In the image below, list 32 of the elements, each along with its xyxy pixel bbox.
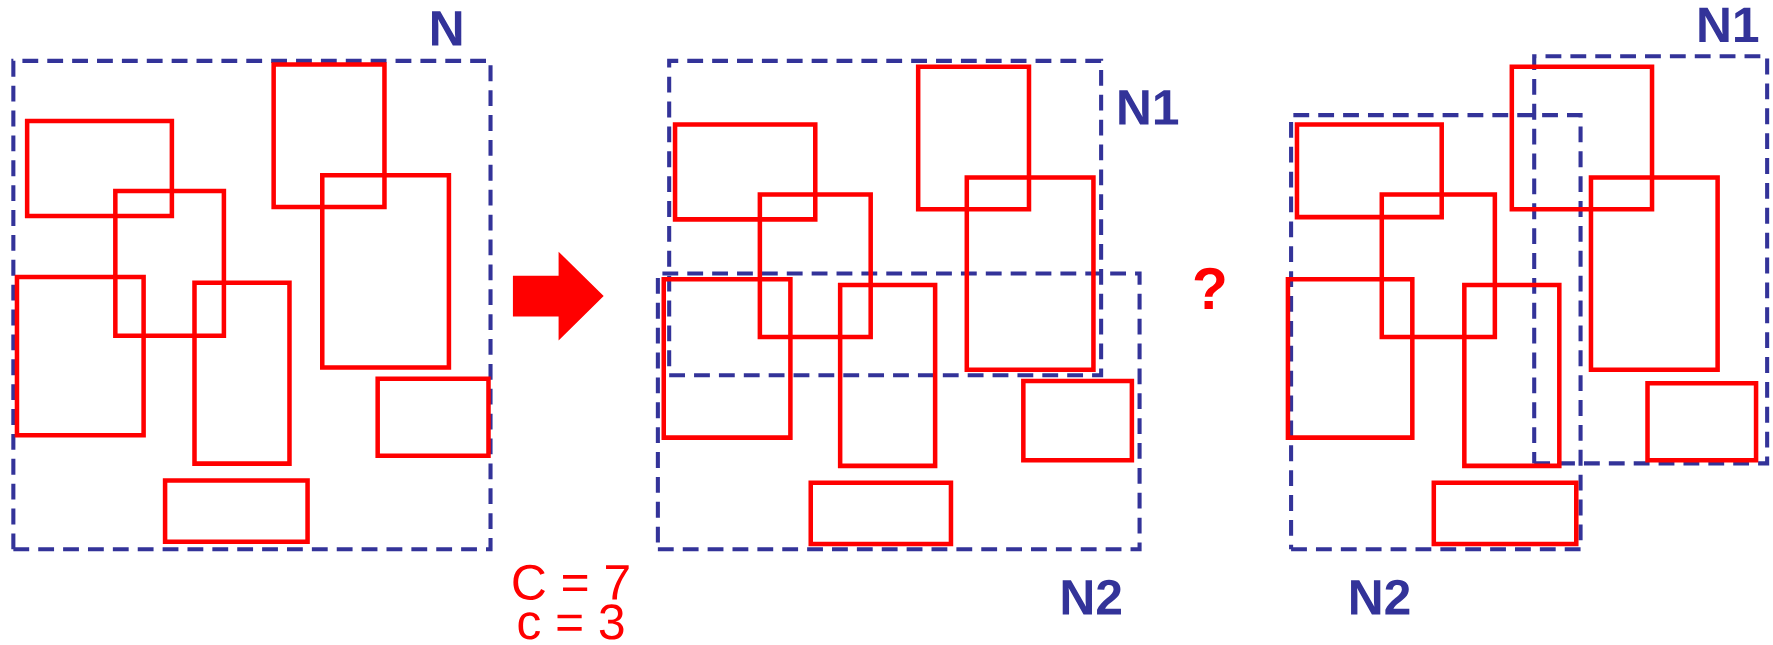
- rectangle: [1285, 277, 1415, 441]
- rectangle: [14, 275, 146, 438]
- node-label: N2: [1062, 579, 1121, 615]
- annotation: C = 7: [513, 564, 629, 601]
- rectangle: [757, 192, 873, 340]
- node-label: N1: [1119, 90, 1179, 125]
- rectangle: [113, 189, 227, 339]
- rectangle: [271, 62, 387, 210]
- rectangle: [375, 376, 491, 459]
- rectangle: [1379, 192, 1498, 340]
- node-label: N: [432, 11, 462, 46]
- rectangle: [24, 118, 175, 219]
- rectangle: [661, 277, 793, 441]
- rectangle: [162, 478, 310, 545]
- rectangle: [192, 280, 292, 467]
- node-label: N1: [1699, 8, 1759, 43]
- rectangle: [837, 282, 938, 469]
- rectangle: [1462, 282, 1562, 469]
- rectangle: [1294, 122, 1444, 220]
- rectangle: [672, 122, 818, 222]
- question-mark: ?: [1194, 268, 1225, 310]
- rectangle: [320, 173, 452, 370]
- rectangle: [1509, 64, 1655, 212]
- rectangle: [1645, 381, 1759, 463]
- rectangle: [1431, 480, 1579, 547]
- node-label: N2: [1351, 579, 1410, 615]
- rectangle: [808, 480, 954, 547]
- rectangle: [915, 64, 1032, 212]
- rectangle: [1021, 379, 1135, 463]
- annotation: c = 3: [518, 604, 624, 640]
- rectangle: [1588, 175, 1720, 373]
- rectangle: [964, 175, 1096, 373]
